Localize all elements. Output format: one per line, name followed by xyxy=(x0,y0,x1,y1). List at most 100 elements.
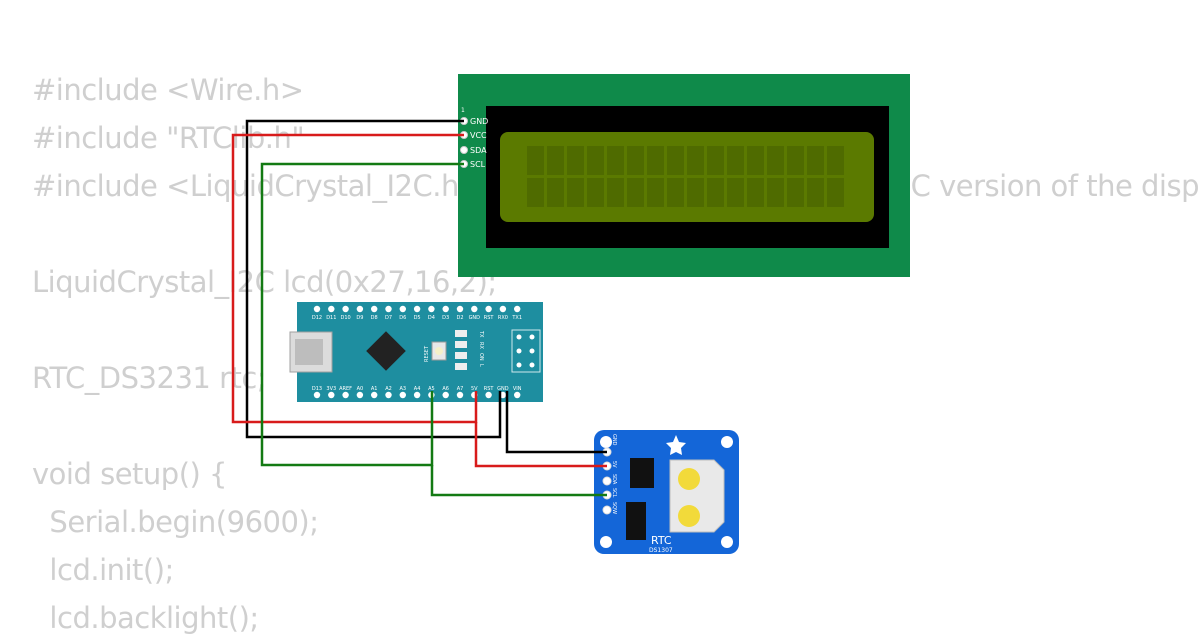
nano-bottom-pin-label: 3V3 xyxy=(326,386,336,392)
nano-top-pin[interactable] xyxy=(456,305,464,313)
nano-bottom-pin-label: A5 xyxy=(428,386,435,392)
lcd-character-cell xyxy=(607,178,624,207)
nano-top-pin-label: D7 xyxy=(385,315,392,321)
nano-bottom-pin-label: A6 xyxy=(442,386,449,392)
nano-top-pin[interactable] xyxy=(499,305,507,313)
nano-bottom-pin[interactable] xyxy=(356,391,364,399)
rtc-pin-sqw[interactable] xyxy=(602,505,612,515)
nano-top-pin-label: D6 xyxy=(399,315,406,321)
lcd-pin-label: VCC xyxy=(470,131,487,140)
reset-button-cap xyxy=(435,347,443,355)
nano-bottom-pin-label: A4 xyxy=(414,386,421,392)
rtc-module[interactable]: RTC DS1307 GND 5V SDA SCL SQW xyxy=(594,430,739,554)
rtc-chip xyxy=(630,458,654,488)
nano-bottom-pin[interactable] xyxy=(371,391,378,399)
lcd-module[interactable]: 1 GND VCC SDA SCL xyxy=(458,74,910,277)
wire-rtc-gnd[interactable] xyxy=(505,391,607,454)
battery-contact xyxy=(678,468,700,490)
lcd-character-cell xyxy=(527,146,544,175)
wire-rtc-scl[interactable] xyxy=(430,465,607,497)
nano-bottom-pin[interactable] xyxy=(514,391,521,399)
code-line: Serial.begin(9600); xyxy=(32,505,319,539)
code-line: #include "RTClib.h" xyxy=(32,121,305,155)
nano-top-pin-label: D2 xyxy=(456,315,463,321)
nano-bottom-pin[interactable] xyxy=(399,391,406,399)
nano-top-pin-label: D5 xyxy=(414,315,421,321)
lcd-character-cells xyxy=(527,146,844,207)
rtc-title: RTC xyxy=(651,534,672,547)
nano-bottom-pin-label: AREF xyxy=(339,386,352,392)
nano-bottom-pin[interactable] xyxy=(328,391,335,399)
code-line: RTC_DS3231 rtc; xyxy=(32,361,267,395)
nano-top-pin[interactable] xyxy=(313,305,321,313)
nano-top-pin[interactable] xyxy=(399,305,406,313)
nano-top-pin[interactable] xyxy=(471,305,478,313)
lcd-character-cell xyxy=(687,178,704,207)
nano-bottom-pin-label: VIN xyxy=(513,386,522,392)
nano-top-pin[interactable] xyxy=(385,305,392,313)
lcd-character-cell xyxy=(747,146,764,175)
nano-top-pin-label: D4 xyxy=(428,315,435,321)
lcd-character-cell xyxy=(747,178,764,207)
nano-top-pin[interactable] xyxy=(514,305,521,313)
wire-lcd-scl[interactable] xyxy=(260,162,464,467)
wire-lcd-vcc[interactable] xyxy=(231,133,478,424)
lcd-character-cell xyxy=(667,146,684,175)
nano-top-pin[interactable] xyxy=(342,305,349,313)
lcd-character-cell xyxy=(587,178,604,207)
mount-hole xyxy=(600,436,612,448)
nano-bottom-pin[interactable] xyxy=(342,391,349,399)
nano-bottom-pin[interactable] xyxy=(313,391,321,399)
nano-bottom-pin-label: A7 xyxy=(457,386,464,392)
lcd-character-cell xyxy=(787,178,804,207)
nano-top-pin[interactable] xyxy=(413,305,421,313)
led-rx xyxy=(455,341,467,348)
nano-top-pin[interactable] xyxy=(485,305,492,313)
rtc-pin-sda[interactable] xyxy=(602,476,612,486)
wire-lcd-gnd[interactable] xyxy=(245,119,502,439)
lcd-character-cell xyxy=(607,146,624,175)
nano-bottom-pin[interactable] xyxy=(485,391,492,399)
nano-top-pin-label: D11 xyxy=(326,315,336,321)
lcd-character-cell xyxy=(547,146,564,175)
rtc-chip-label: DS1307 xyxy=(649,547,673,554)
wire-rtc-5v[interactable] xyxy=(474,422,607,468)
icsp-header xyxy=(511,329,541,373)
nano-top-pin[interactable] xyxy=(328,305,335,313)
led-on xyxy=(455,352,467,359)
lcd-character-cell xyxy=(647,146,664,175)
nano-bottom-pin[interactable] xyxy=(413,391,421,399)
icsp-pins xyxy=(516,334,535,368)
lcd-character-cell xyxy=(767,146,784,175)
lcd-pin-label: GND xyxy=(470,117,488,126)
nano-bottom-pin-label: D13 xyxy=(312,386,322,392)
mount-hole xyxy=(721,436,733,448)
lcd-pin1-marker: 1 xyxy=(461,107,465,114)
nano-top-pin[interactable] xyxy=(442,305,449,313)
nano-bottom-pin-label: A0 xyxy=(357,386,364,392)
nano-bottom-pin[interactable] xyxy=(456,391,464,399)
lcd-character-cell xyxy=(807,146,824,175)
lcd-pin-sda[interactable] xyxy=(460,146,468,154)
led-l xyxy=(455,363,467,370)
nano-top-pin-label: D3 xyxy=(442,315,449,321)
code-line: lcd.init(); xyxy=(32,553,174,587)
nano-bottom-pin[interactable] xyxy=(499,391,507,399)
nano-bottom-pin[interactable] xyxy=(385,391,392,399)
lcd-character-cell xyxy=(807,178,824,207)
code-line: lcd.backlight(); xyxy=(32,601,259,635)
rtc-pin-label: SDA xyxy=(611,474,617,485)
lcd-character-cell xyxy=(587,146,604,175)
nano-top-pin-label: TX1 xyxy=(511,315,522,321)
nano-top-pin[interactable] xyxy=(428,305,435,313)
usb-port-opening xyxy=(295,339,323,365)
nano-top-pin[interactable] xyxy=(356,305,364,313)
nano-bottom-pin[interactable] xyxy=(442,391,449,399)
nano-bottom-pin-label: A2 xyxy=(385,386,392,392)
nano-top-pin-label: D12 xyxy=(312,315,322,321)
battery-contact xyxy=(678,505,700,527)
lcd-character-cell xyxy=(567,146,584,175)
nano-top-pin[interactable] xyxy=(371,305,378,313)
